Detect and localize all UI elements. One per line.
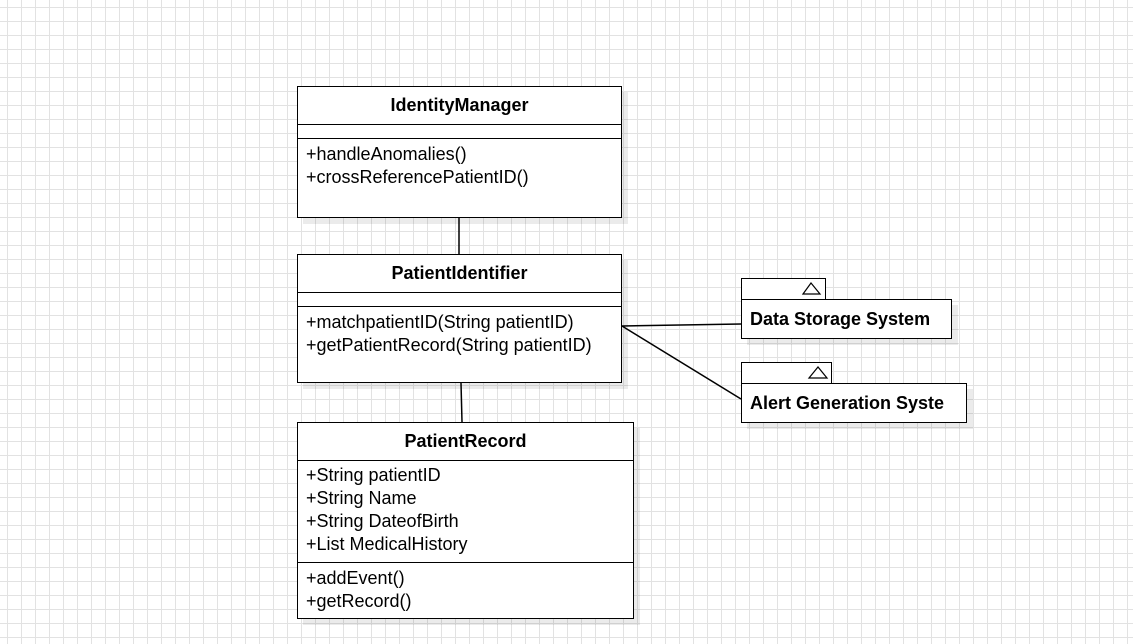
connector-patient-identifier-alert-generation[interactable]	[621, 325, 742, 400]
method-get-patient-record: +getPatientRecord(String patientID)	[306, 335, 592, 355]
connector-patient-identifier-data-storage[interactable]	[621, 323, 742, 327]
attribute-medical-history: +List MedicalHistory	[306, 534, 468, 554]
method-get-record: +getRecord()	[306, 591, 412, 611]
method-add-event: +addEvent()	[306, 568, 405, 588]
method-match-patient-id: +matchpatientID(String patientID)	[306, 312, 574, 332]
class-identity-manager[interactable]: IdentityManager +handleAnomalies() +cros…	[297, 86, 622, 218]
method-cross-reference-patient-id: +crossReferencePatientID()	[306, 167, 529, 187]
attribute-patient-id: +String patientID	[306, 465, 441, 485]
class-patient-identifier-methods: +matchpatientID(String patientID) +getPa…	[298, 307, 621, 361]
package-alert-generation[interactable]: Alert Generation Syste	[741, 383, 967, 423]
attribute-name: +String Name	[306, 488, 417, 508]
package-alert-generation-tab[interactable]	[741, 362, 832, 384]
class-patient-record-name: PatientRecord	[298, 423, 633, 461]
triangle-icon	[801, 282, 822, 295]
connector-patient-identifier-patient-record[interactable]	[460, 382, 463, 423]
class-patient-record[interactable]: PatientRecord +String patientID +String …	[297, 422, 634, 619]
package-data-storage-tab[interactable]	[741, 278, 826, 300]
class-patient-record-attributes: +String patientID +String Name +String D…	[298, 461, 633, 563]
attribute-date-of-birth: +String DateofBirth	[306, 511, 459, 531]
package-data-storage[interactable]: Data Storage System	[741, 299, 952, 339]
class-patient-record-methods: +addEvent() +getRecord()	[298, 563, 633, 617]
method-handle-anomalies: +handleAnomalies()	[306, 144, 467, 164]
class-identity-manager-name: IdentityManager	[298, 87, 621, 125]
class-patient-identifier-name: PatientIdentifier	[298, 255, 621, 293]
triangle-icon	[807, 366, 829, 379]
class-patient-identifier-attributes	[298, 293, 621, 307]
class-patient-identifier[interactable]: PatientIdentifier +matchpatientID(String…	[297, 254, 622, 383]
class-identity-manager-attributes	[298, 125, 621, 139]
class-identity-manager-methods: +handleAnomalies() +crossReferencePatien…	[298, 139, 621, 193]
